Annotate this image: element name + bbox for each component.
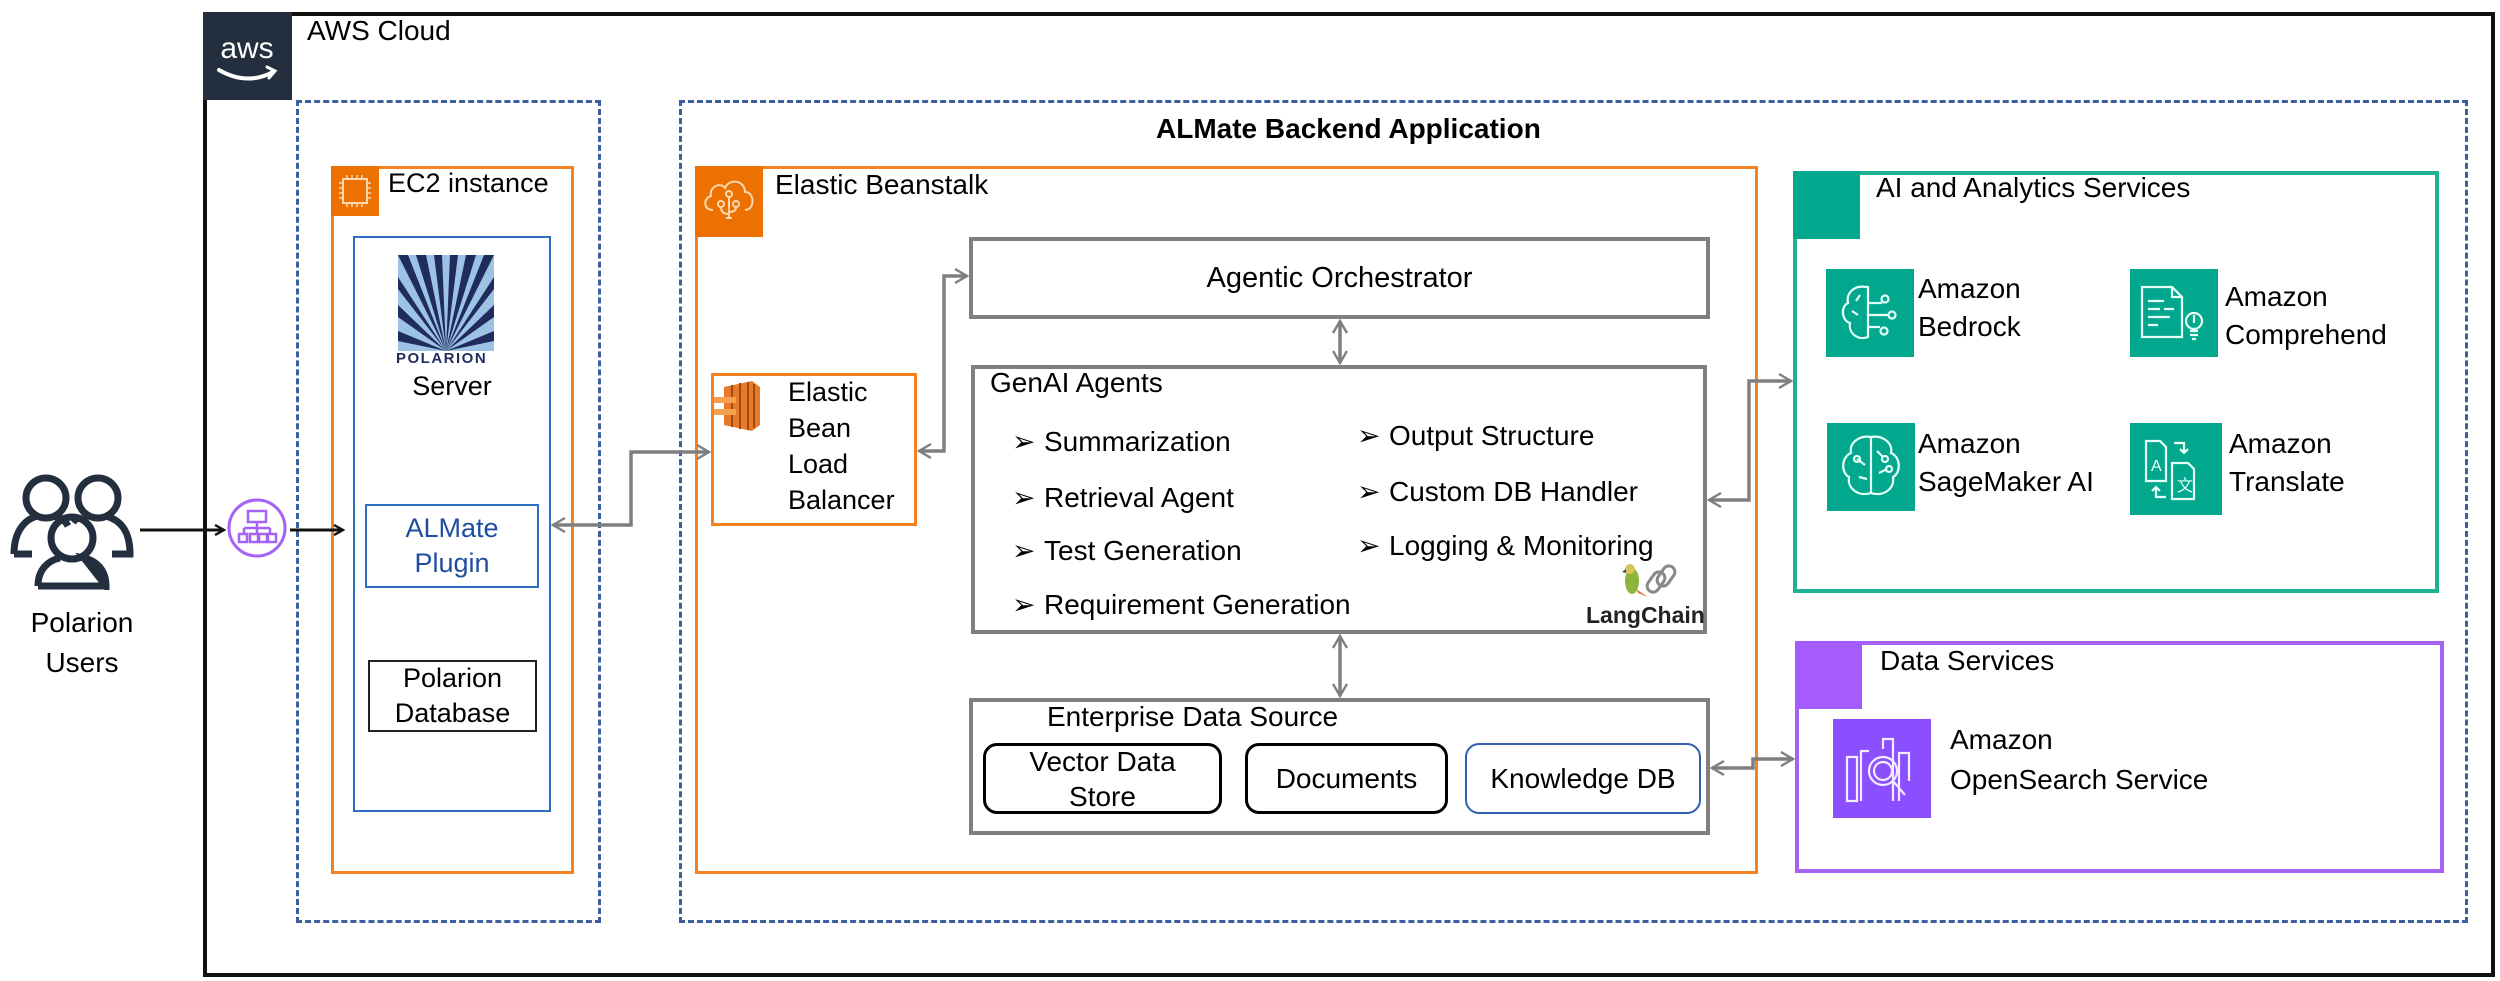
elastic-load-balancer-box[interactable] <box>711 373 917 526</box>
aws-cloud-group <box>203 12 2495 977</box>
translate-icon: A 文 <box>2130 423 2222 515</box>
agent-item: ➢Retrieval Agent <box>1012 482 1234 513</box>
langchain-label: LangChain <box>1586 602 1705 628</box>
opensearch-icon <box>1833 719 1931 818</box>
agent-item: ➢Requirement Generation <box>1012 589 1351 620</box>
agent-item: ➢Output Structure <box>1357 420 1595 451</box>
users-label-line2: Users <box>45 647 119 678</box>
polarion-server-label: Server <box>412 371 492 401</box>
almate-plugin[interactable]: ALMate Plugin <box>365 504 539 588</box>
agent-item: ➢Custom DB Handler <box>1357 476 1638 507</box>
svg-text:A: A <box>2151 458 2162 475</box>
polarion-logo-text: POLARION <box>396 350 488 367</box>
langchain-logo-icon <box>1612 563 1680 601</box>
backend-title: ALMate Backend Application <box>1156 113 1541 144</box>
data-services-badge-icon <box>1795 641 1862 709</box>
bullet-arrow-icon: ➢ <box>1012 589 1036 620</box>
users-icon <box>8 468 136 597</box>
knowledge-db-store[interactable]: Knowledge DB <box>1465 743 1701 814</box>
aws-logo-icon: aws <box>203 12 292 100</box>
ai-services-badge-icon <box>1793 171 1860 239</box>
agent-item: ➢Logging & Monitoring <box>1357 530 1654 561</box>
load-balancer-line: Bean <box>788 413 852 443</box>
load-balancer-line: Balancer <box>788 485 895 515</box>
bullet-arrow-icon: ➢ <box>1357 476 1381 507</box>
vector-data-store[interactable]: Vector Data Store <box>983 743 1222 814</box>
ec2-chip-icon <box>331 166 379 216</box>
elb-icon <box>714 381 760 431</box>
polarion-database-line1: Polarion <box>402 662 503 693</box>
elastic-beanstalk-icon <box>695 166 763 237</box>
genai-agents-box <box>971 365 1707 634</box>
application-load-balancer-icon <box>226 497 288 559</box>
data-services-title: Data Services <box>1880 645 2055 676</box>
load-balancer-label: Elastic Bean Load Balancer <box>788 374 908 518</box>
svg-text:文: 文 <box>2177 477 2193 495</box>
load-balancer-line: Elastic <box>788 377 868 407</box>
bullet-arrow-icon: ➢ <box>1357 420 1381 451</box>
polarion-server-box <box>353 236 551 812</box>
svg-text:aws: aws <box>220 32 273 65</box>
bullet-arrow-icon: ➢ <box>1012 482 1036 513</box>
bullet-arrow-icon: ➢ <box>1012 426 1036 457</box>
load-balancer-line: Load <box>788 449 849 479</box>
polarion-database-line2: Database <box>394 698 511 728</box>
enterprise-data-source-box <box>969 698 1710 835</box>
enterprise-data-source-title: Enterprise Data Source <box>1047 701 1339 732</box>
sagemaker-icon <box>1827 423 1915 511</box>
almate-plugin-line1: ALMate <box>405 512 499 543</box>
comprehend-icon <box>2130 269 2218 357</box>
almate-plugin-line2: Plugin <box>414 548 490 578</box>
polarion-database[interactable]: Polarion Database <box>368 660 537 732</box>
elastic-beanstalk-title: Elastic Beanstalk <box>775 169 989 200</box>
bullet-arrow-icon: ➢ <box>1357 530 1381 561</box>
ai-services-title: AI and Analytics Services <box>1876 172 2191 203</box>
agentic-orchestrator[interactable]: Agentic Orchestrator <box>969 237 1710 319</box>
agentic-orchestrator-label: Agentic Orchestrator <box>1206 261 1473 294</box>
aws-cloud-title: AWS Cloud <box>307 15 451 46</box>
users-label-line1: Polarion <box>30 607 134 638</box>
ai-analytics-services-group <box>1793 171 2439 593</box>
bedrock-icon <box>1826 269 1914 357</box>
data-services-group <box>1795 641 2444 873</box>
agent-item: ➢Test Generation <box>1012 535 1242 566</box>
agent-item: ➢Summarization <box>1012 426 1231 457</box>
documents-store[interactable]: Documents <box>1245 743 1448 814</box>
polarion-logo-icon <box>398 255 494 351</box>
bullet-arrow-icon: ➢ <box>1012 535 1036 566</box>
ec2-title: EC2 instance <box>388 168 549 198</box>
genai-agents-title: GenAI Agents <box>990 367 1163 398</box>
